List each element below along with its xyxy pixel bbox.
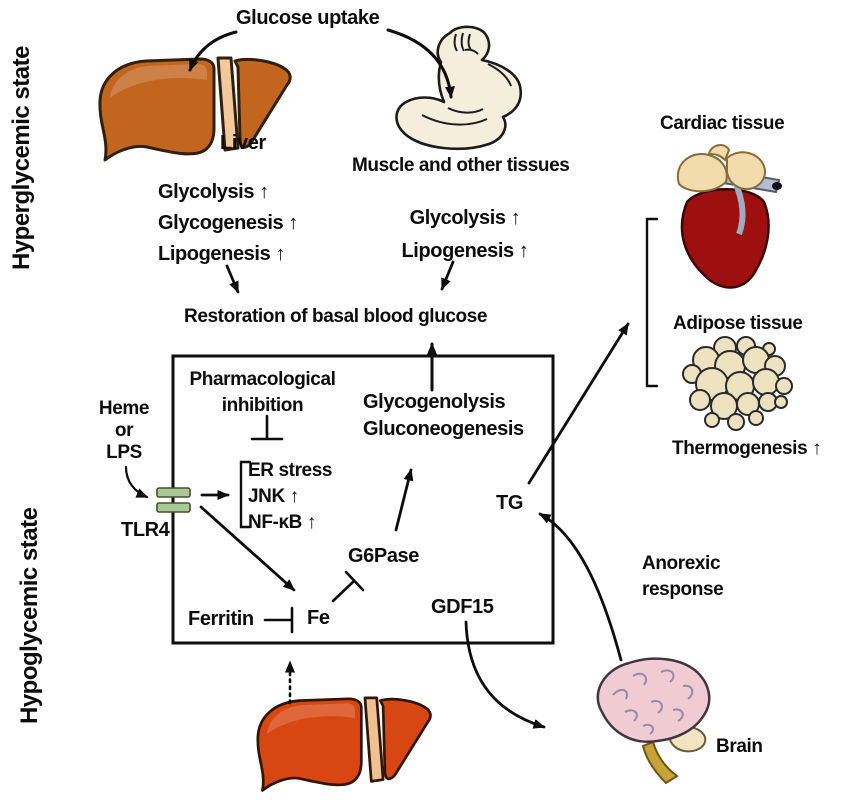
- liver-effect-glycolysis: Glycolysis ↑: [158, 181, 269, 203]
- tissues-bracket: [645, 217, 659, 388]
- arrow-liver-to-restoration: [225, 264, 240, 294]
- muscle-effect-glycolysis: Glycolysis ↑: [409, 207, 521, 229]
- heme-lps-label: Heme or LPS: [88, 398, 160, 464]
- side-label-hyperglycemic: Hyperglycemic state: [8, 46, 35, 270]
- cardiac-tissue-label: Cardiac tissue: [660, 113, 785, 134]
- pharm-inhibition-tbar: [250, 414, 284, 441]
- ligand-lps: LPS: [106, 442, 142, 463]
- glycogenolysis-label: Glycogenolysis: [363, 391, 506, 413]
- pharm-line1: Pharmacological: [189, 369, 336, 390]
- tg-label: TG: [496, 492, 523, 514]
- ligand-heme: Heme: [98, 398, 150, 419]
- pharm-line2: inhibition: [221, 395, 304, 416]
- muscle-effect-lipogenesis: Lipogenesis ↑: [401, 240, 529, 262]
- fe-label: Fe: [307, 607, 330, 629]
- signaling-box-border: [171, 354, 555, 645]
- arrow-tg-to-tissues: [527, 322, 630, 485]
- muscle-effects-list: Glycolysis ↑ Lipogenesis ↑: [385, 202, 545, 268]
- pharmacological-inhibition-label: Pharmacological inhibition: [175, 367, 350, 419]
- ferritin-inhibits-fe-tbar: [263, 606, 294, 634]
- liver-effect-glycogenesis: Glycogenesis ↑: [158, 212, 299, 234]
- glucose-uptake-label: Glucose uptake: [236, 7, 380, 29]
- arrow-brain-to-tg: [538, 512, 623, 662]
- jnk-label: JNK ↑: [248, 486, 299, 507]
- receptor-icon: [156, 487, 191, 513]
- ferritin-label: Ferritin: [188, 608, 254, 630]
- liver-icon: [256, 696, 432, 792]
- arrow-ligand-to-receptor: [124, 465, 149, 499]
- anorexic-line2: response: [642, 579, 724, 600]
- liver-icon: [98, 56, 292, 162]
- anorexic-response-label: Anorexic response: [642, 551, 724, 603]
- heart-icon: [676, 144, 782, 289]
- restoration-label: Restoration of basal blood glucose: [184, 306, 488, 327]
- stress-pathway-list: ER stress JNK ↑ NF-κB ↑: [248, 458, 332, 536]
- arrow-glucose-to-liver: [188, 30, 238, 72]
- liver-label: Liver: [220, 132, 266, 154]
- arrow-glucose-to-muscle: [386, 28, 455, 99]
- nfkb-label: NF-κB ↑: [248, 512, 316, 533]
- arrow-gdf15-to-brain: [464, 620, 546, 729]
- er-stress-label: ER stress: [248, 460, 333, 481]
- g6pase-label: G6Pase: [348, 545, 419, 567]
- side-label-hypoglycemic: Hypoglycemic state: [16, 507, 43, 724]
- fe-inhibits-g6pase-tbar: [331, 570, 365, 603]
- stress-bracket: [239, 460, 252, 529]
- gluconeogenesis-label: Gluconeogenesis: [363, 418, 524, 440]
- muscle-label: Muscle and other tissues: [352, 155, 570, 176]
- gdf15-label: GDF15: [431, 596, 494, 618]
- brain-icon: [596, 657, 711, 785]
- anorexic-line1: Anorexic: [642, 553, 721, 574]
- thermogenesis-label: Thermogenesis ↑: [672, 438, 822, 459]
- adipose-tissue-label: Adipose tissue: [673, 313, 803, 334]
- arrow-receptor-to-fe: [199, 505, 296, 592]
- ligand-or: or: [114, 420, 134, 441]
- tlr4-label: TLR4: [121, 519, 170, 541]
- glucose-production-list: Glycogenolysis Gluconeogenesis: [363, 389, 524, 443]
- arrow-muscle-to-restoration: [440, 260, 455, 291]
- arrow-g6pase-to-glycogenolysis: [394, 468, 414, 532]
- liver-effect-lipogenesis: Lipogenesis ↑: [158, 243, 286, 265]
- adipose-icon: [682, 336, 793, 431]
- liver-effects-list: Glycolysis ↑ Glycogenesis ↑ Lipogenesis …: [158, 177, 298, 270]
- muscle-icon: [395, 25, 523, 150]
- brain-label: Brain: [716, 736, 763, 757]
